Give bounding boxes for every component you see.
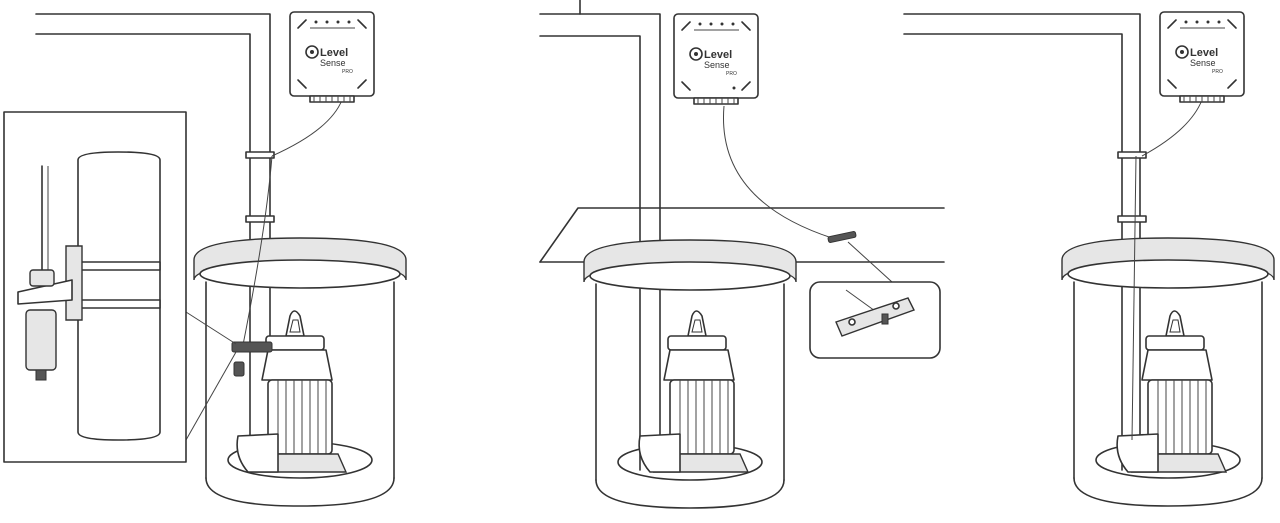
svg-text:Level: Level [320,47,348,59]
float-switch-closeup [3,111,187,463]
level-sense-device: Level Sense PRO [289,11,375,103]
svg-text:PRO: PRO [342,69,353,75]
svg-text:PRO: PRO [726,71,737,77]
water-sensor-closeup [809,281,941,359]
svg-text:PRO: PRO [1212,69,1223,75]
svg-text:Sense: Sense [704,60,730,70]
svg-text:Level: Level [704,49,732,61]
panel-float-switch: Level Sense PRO [3,11,407,507]
svg-text:Level: Level [1190,47,1218,59]
panel-wired-sensor: Level Sense PRO [539,0,945,509]
panel-pipe-mounted: Level Sense PRO [903,11,1275,507]
level-sense-device: Level Sense PRO [673,13,759,105]
level-sense-device: Level Sense PRO [1159,11,1245,103]
svg-text:Sense: Sense [320,58,346,68]
svg-text:Sense: Sense [1190,58,1216,68]
